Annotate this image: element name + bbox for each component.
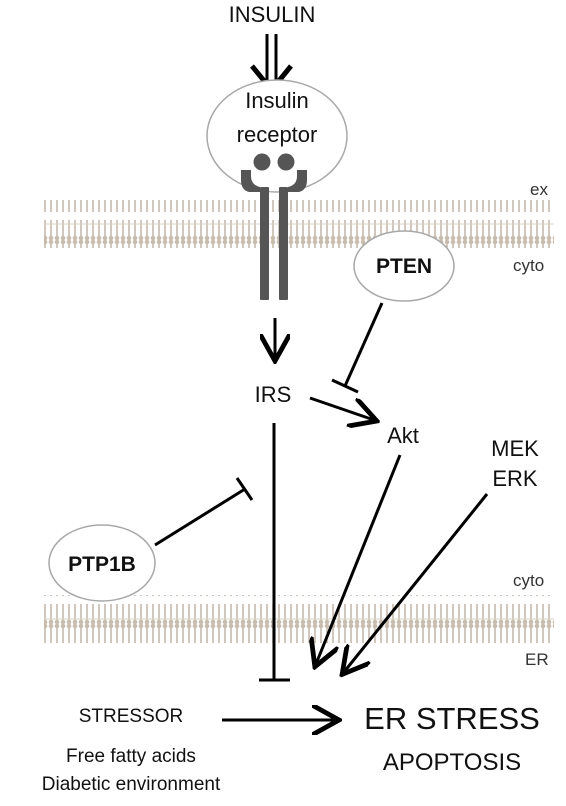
ptp1b-label: PTP1B: [68, 553, 136, 576]
pten-oval: [353, 230, 455, 302]
insulin-receptor-oval: [206, 79, 348, 193]
apoptosis-label: APOPTOSIS: [383, 749, 521, 776]
akt-to-er-stress-arrow: [316, 454, 402, 664]
akt-label: Akt: [387, 423, 419, 448]
insulin-label: INSULIN: [229, 2, 316, 27]
receptor-label-line2: receptor: [237, 122, 318, 147]
irs-to-akt-arrow: [309, 396, 374, 420]
erk-to-er-stress-arrow: [344, 493, 489, 672]
erk-label: ERK: [492, 466, 538, 491]
irs-inhibition-line: [259, 423, 290, 682]
cyto-bottom-label: cyto: [513, 571, 544, 590]
stressor-label: STRESSOR: [79, 706, 184, 727]
free-fatty-acids-label: Free fatty acids: [66, 746, 196, 767]
pten-inhibition: [331, 302, 384, 394]
ptp1b-oval: [48, 524, 156, 602]
ex-label: ex: [530, 180, 548, 199]
pten-label: PTEN: [376, 255, 432, 278]
irs-label: IRS: [255, 382, 292, 407]
mek-label: MEK: [491, 436, 539, 461]
ptp1b-inhibition: [154, 477, 254, 547]
cyto-top-label: cyto: [513, 256, 544, 275]
er-membrane: [44, 595, 554, 643]
er-stress-label: ER STRESS: [364, 701, 540, 736]
receptor-structure: [241, 153, 307, 300]
er-label: ER: [525, 650, 549, 669]
receptor-label-line1: Insulin: [245, 88, 309, 113]
diabetic-environment-label: Diabetic environment: [42, 774, 221, 795]
plasma-membrane: [44, 200, 554, 248]
